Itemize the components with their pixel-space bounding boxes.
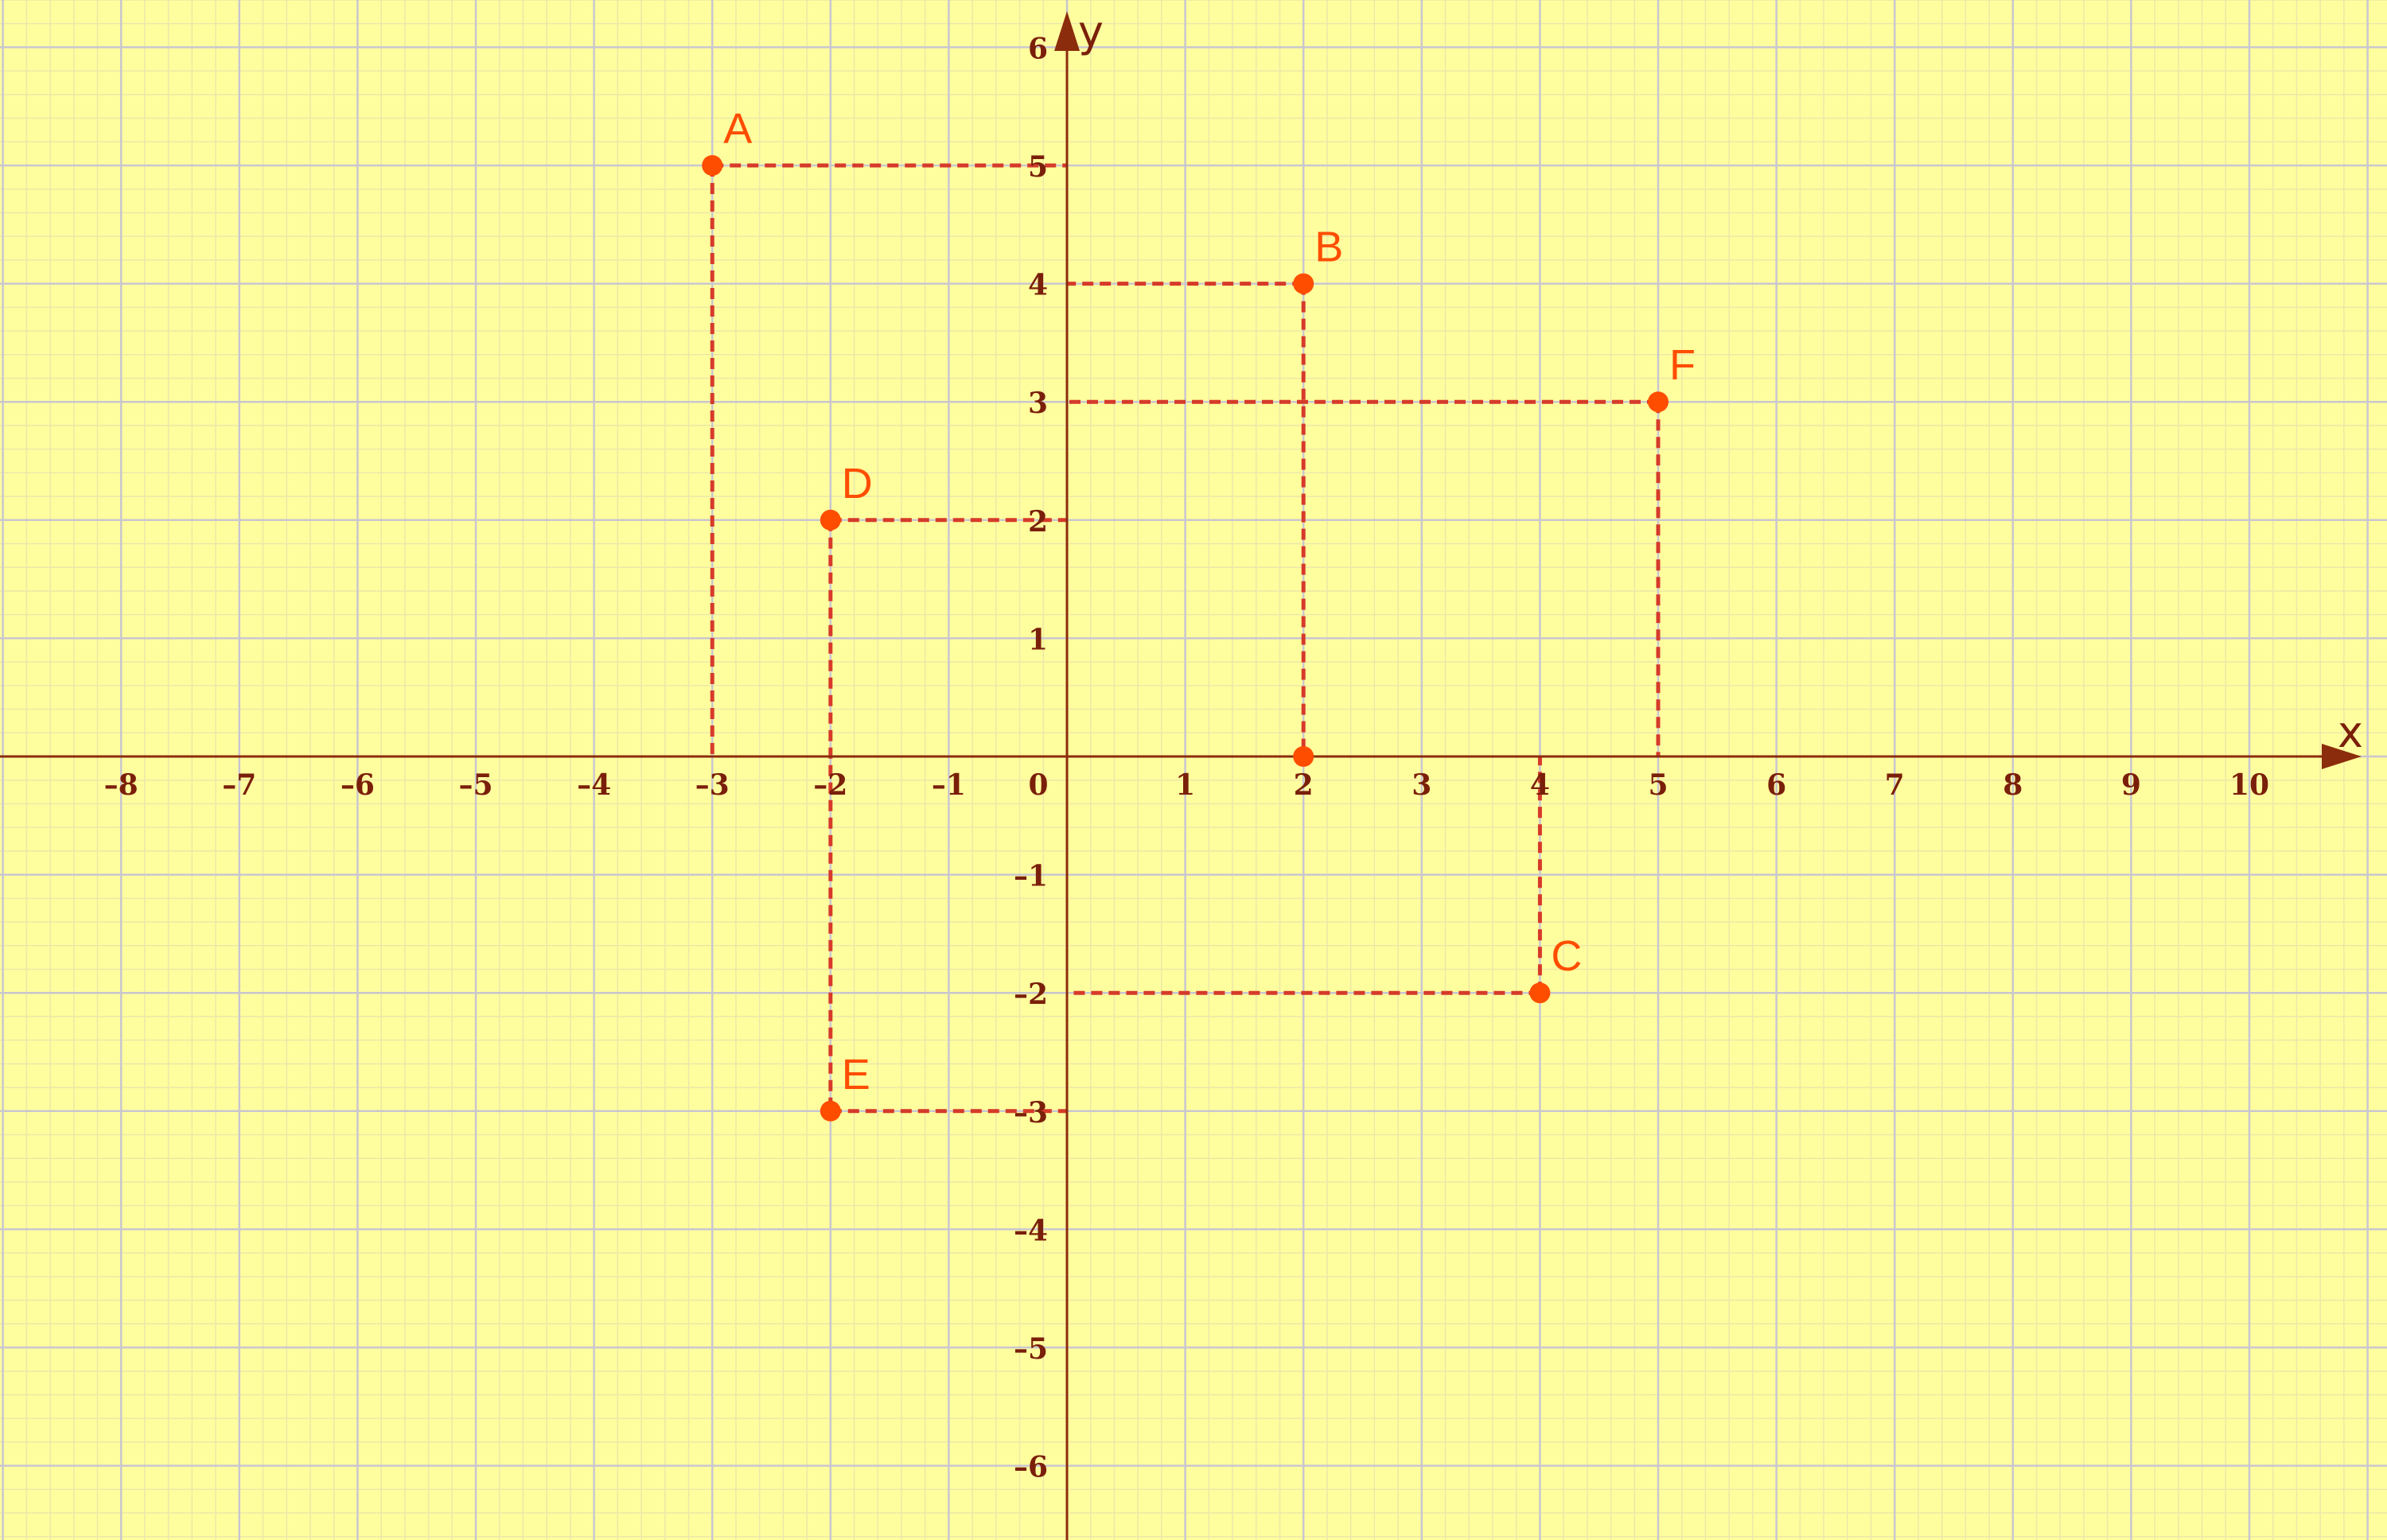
y-tick-label: –1 bbox=[1014, 860, 1048, 893]
x-tick-label: 2 bbox=[1294, 768, 1314, 802]
y-tick-label: 2 bbox=[1028, 505, 1048, 539]
y-tick-label: –5 bbox=[1014, 1332, 1048, 1366]
point-e bbox=[820, 1100, 841, 1122]
x-tick-label: 7 bbox=[1885, 768, 1905, 802]
x-tick-label: 5 bbox=[1648, 768, 1668, 802]
x-axis-label: x bbox=[2338, 707, 2363, 757]
point-label-a: A bbox=[723, 105, 752, 153]
x-tick-label: –6 bbox=[341, 768, 375, 802]
x-axis-arrow bbox=[2322, 744, 2362, 769]
y-axis-label: y bbox=[1078, 6, 1104, 56]
guide-lines bbox=[710, 163, 1661, 1114]
x-tick-label: –3 bbox=[695, 768, 730, 802]
x-tick-label: 10 bbox=[2229, 768, 2269, 802]
data-points bbox=[702, 155, 1669, 1122]
y-tick-label: 4 bbox=[1028, 269, 1048, 302]
point-a bbox=[702, 155, 723, 176]
y-tick-label: –6 bbox=[1014, 1451, 1048, 1484]
x-tick-label: –5 bbox=[458, 768, 493, 802]
point-unlabeled bbox=[1293, 746, 1314, 767]
y-tick-label: –4 bbox=[1014, 1214, 1048, 1247]
point-label-d: D bbox=[842, 460, 873, 508]
y-tick-label: –3 bbox=[1014, 1096, 1048, 1130]
x-tick-label: –7 bbox=[222, 768, 256, 802]
point-d bbox=[820, 509, 841, 531]
point-label-c: C bbox=[1551, 932, 1582, 980]
x-tick-label: 6 bbox=[1766, 768, 1786, 802]
x-tick-label: –2 bbox=[813, 768, 847, 802]
point-label-e: E bbox=[842, 1051, 870, 1099]
point-f bbox=[1648, 391, 1669, 413]
y-tick-label: 5 bbox=[1028, 150, 1048, 184]
y-tick-label: –2 bbox=[1014, 978, 1048, 1011]
x-tick-label: 3 bbox=[1412, 768, 1431, 802]
y-axis-arrow bbox=[1054, 11, 1080, 51]
x-tick-label: 1 bbox=[1175, 768, 1195, 802]
point-b bbox=[1293, 273, 1314, 294]
point-label-f: F bbox=[1669, 341, 1696, 389]
point-label-b: B bbox=[1314, 224, 1343, 271]
x-tick-label: –8 bbox=[104, 768, 138, 802]
x-tick-label: 8 bbox=[2003, 768, 2023, 802]
x-tick-label: 0 bbox=[1028, 768, 1048, 802]
point-c bbox=[1529, 982, 1551, 1004]
axes bbox=[0, 11, 2362, 1540]
x-tick-label: 4 bbox=[1530, 768, 1550, 802]
x-tick-labels: –8 –7 –6 –5 –4 –3 –2 –1 0 1 2 3 4 5 6 7 8 9 10 bbox=[104, 768, 2269, 802]
x-tick-label: –4 bbox=[577, 768, 611, 802]
x-tick-label: –1 bbox=[932, 768, 966, 802]
x-tick-label: 9 bbox=[2121, 768, 2141, 802]
y-tick-label: 3 bbox=[1028, 387, 1048, 420]
y-tick-label: 6 bbox=[1028, 32, 1048, 65]
y-tick-labels: 6 5 4 3 2 1 –1 –2 –3 –4 –5 –6 bbox=[1014, 32, 1048, 1484]
y-tick-label: 1 bbox=[1028, 623, 1048, 656]
point-labels: A B C D E F bbox=[723, 105, 1696, 1099]
